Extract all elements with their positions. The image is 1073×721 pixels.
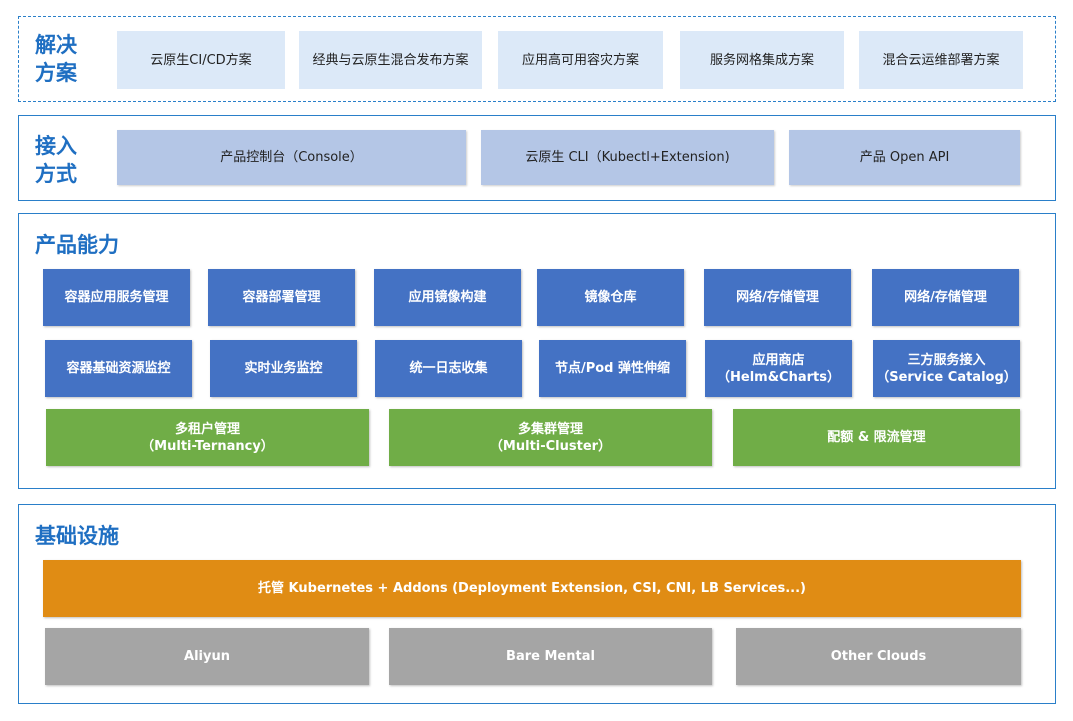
- access-box-console: 产品控制台（Console）: [117, 130, 466, 185]
- solution-box-cicd: 云原生CI/CD方案: [117, 31, 285, 89]
- capability-app-store-label: 应用商店: [752, 352, 805, 368]
- capability-network-storage-1: 网络/存储管理: [704, 269, 851, 326]
- provider-bare-metal: Bare Mental: [389, 628, 712, 685]
- capability-container-app-service: 容器应用服务管理: [43, 269, 190, 326]
- access-title-line-2: 方式: [35, 162, 77, 186]
- capability-multi-cluster-sublabel: （Multi-Cluster）: [489, 438, 612, 454]
- capability-autoscaling-label: 节点/Pod 弹性伸缩: [554, 361, 671, 376]
- capability-quota-rate-limit: 配额 & 限流管理: [733, 409, 1020, 466]
- provider-aliyun: Aliyun: [45, 628, 369, 685]
- managed-kubernetes-bar: 托管 Kubernetes + Addons (Deployment Exten…: [43, 560, 1021, 617]
- capabilities-title: 产品能力: [35, 233, 119, 257]
- capability-app-store-sublabel: （Helm&Charts）: [717, 369, 840, 385]
- solutions-section: 解决 方案 云原生CI/CD方案 经典与云原生混合发布方案 应用高可用容灾方案 …: [18, 16, 1056, 102]
- capability-image-build: 应用镜像构建: [374, 269, 521, 326]
- capability-log-collection: 统一日志收集: [375, 340, 522, 397]
- capability-autoscaling: 节点/Pod 弹性伸缩: [539, 340, 686, 397]
- solutions-title-line-2: 方案: [35, 61, 77, 85]
- capability-business-monitoring-label: 实时业务监控: [244, 361, 323, 376]
- capability-log-collection-label: 统一日志收集: [409, 361, 488, 376]
- capability-multi-tenancy: 多租户管理 （Multi-Ternancy）: [46, 409, 369, 466]
- capability-resource-monitoring: 容器基础资源监控: [45, 340, 192, 397]
- capability-multi-cluster-label: 多集群管理: [517, 421, 583, 437]
- access-title-line-1: 接入: [35, 134, 77, 158]
- access-box-cli: 云原生 CLI（Kubectl+Extension): [481, 130, 774, 185]
- solutions-title-line-1: 解决: [35, 33, 77, 57]
- capability-container-deployment: 容器部署管理: [208, 269, 355, 326]
- capability-multi-tenancy-sublabel: （Multi-Ternancy）: [141, 438, 274, 454]
- capability-quota-rate-limit-label: 配额 & 限流管理: [827, 430, 926, 445]
- capability-resource-monitoring-label: 容器基础资源监控: [66, 361, 171, 376]
- solution-box-hybrid-release: 经典与云原生混合发布方案: [299, 31, 482, 89]
- capability-business-monitoring: 实时业务监控: [210, 340, 357, 397]
- capability-image-registry: 镜像仓库: [537, 269, 684, 326]
- capability-multi-tenancy-label: 多租户管理: [174, 421, 240, 437]
- capability-app-store: 应用商店 （Helm&Charts）: [705, 340, 852, 397]
- infrastructure-title: 基础设施: [35, 524, 119, 548]
- solution-box-service-mesh: 服务网格集成方案: [680, 31, 844, 89]
- capability-multi-cluster: 多集群管理 （Multi-Cluster）: [389, 409, 712, 466]
- access-box-open-api: 产品 Open API: [789, 130, 1020, 185]
- access-section: 接入 方式 产品控制台（Console） 云原生 CLI（Kubectl+Ext…: [18, 115, 1056, 201]
- provider-other-clouds: Other Clouds: [736, 628, 1021, 685]
- capability-network-storage-2: 网络/存储管理: [872, 269, 1019, 326]
- access-title: 接入 方式: [35, 132, 77, 188]
- capability-service-catalog-label: 三方服务接入: [907, 352, 986, 368]
- capabilities-section: 产品能力 容器应用服务管理 容器部署管理 应用镜像构建 镜像仓库 网络/存储管理…: [18, 213, 1056, 489]
- solutions-title: 解决 方案: [35, 31, 77, 87]
- solution-box-hybrid-cloud-ops: 混合云运维部署方案: [859, 31, 1023, 89]
- solution-box-disaster-recovery: 应用高可用容灾方案: [498, 31, 663, 89]
- infrastructure-section: 基础设施 托管 Kubernetes + Addons (Deployment …: [18, 504, 1056, 704]
- capability-service-catalog-sublabel: （Service Catalog）: [876, 369, 1017, 385]
- capability-service-catalog: 三方服务接入 （Service Catalog）: [873, 340, 1020, 397]
